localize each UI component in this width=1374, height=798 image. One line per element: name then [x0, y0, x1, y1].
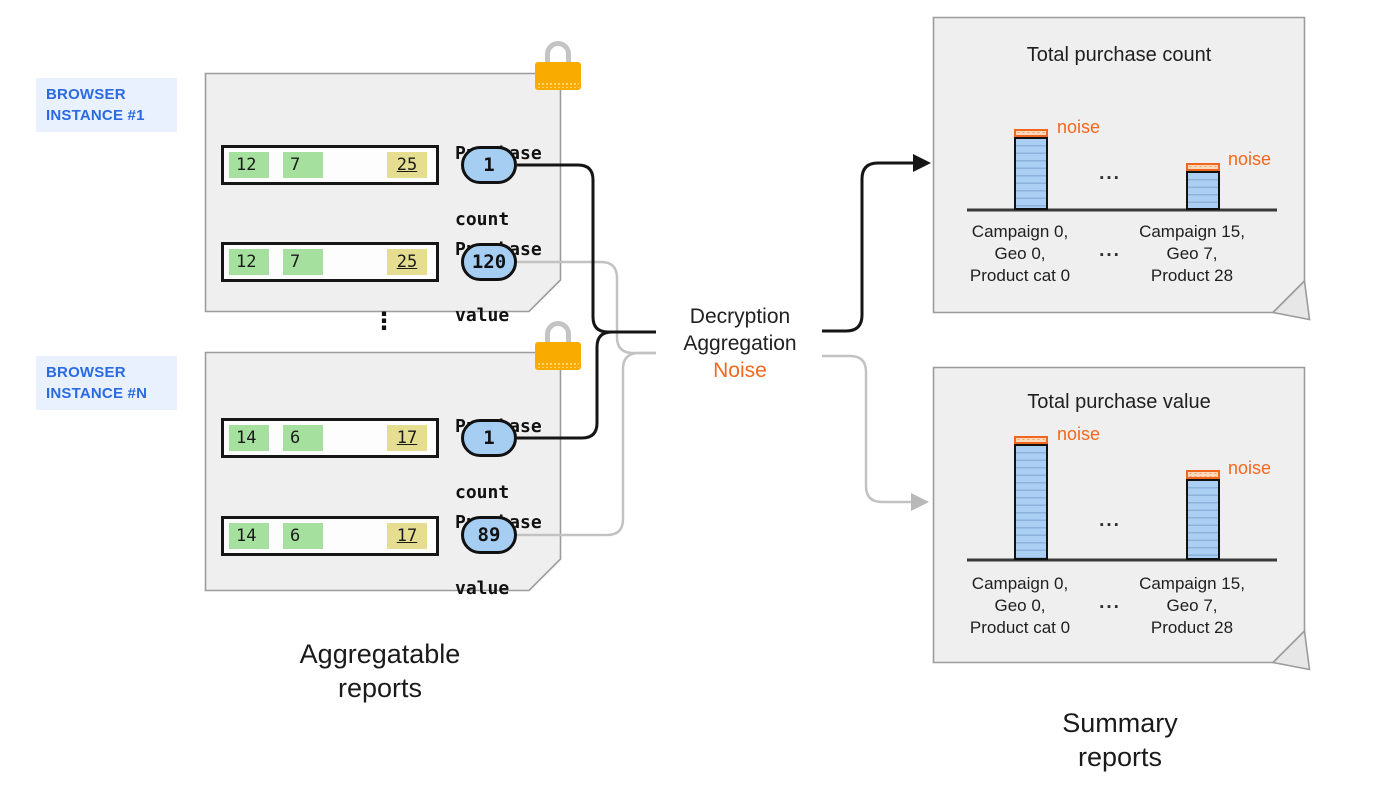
purchase-value-value: 89	[461, 516, 517, 554]
connector-count-1	[517, 163, 656, 334]
key-chip: 6	[283, 425, 323, 451]
aggregation-key-row: 12 7 25	[221, 242, 439, 282]
bar	[1186, 479, 1220, 560]
process-step-aggregation: Aggregation	[683, 332, 797, 355]
noise-cap	[1186, 163, 1220, 171]
browser-instance-n-label: BROWSER INSTANCE #N	[36, 356, 177, 410]
key-chip: 12	[229, 249, 269, 275]
noise-annotation: noise	[1228, 458, 1272, 478]
encryption-lock-icon	[535, 41, 581, 91]
count-chart-bar-2	[1186, 163, 1220, 210]
browser-instance-1-label: BROWSER INSTANCE #1	[36, 78, 177, 132]
labels-ellipsis: ...	[1099, 592, 1121, 613]
value-chart-bar-2	[1186, 470, 1220, 560]
connector-value-1	[517, 260, 656, 355]
value-chart-title: Total purchase value	[1027, 391, 1211, 413]
value-bar-1-label: Campaign 0, Geo 0, Product cat 0	[969, 574, 1071, 637]
summary-panel-value-fold-corner	[1271, 629, 1311, 671]
noise-cap	[1014, 129, 1048, 137]
connector-value-n	[517, 351, 656, 537]
key-chip: 14	[229, 425, 269, 451]
lock-body	[535, 342, 581, 370]
lock-shackle	[545, 41, 571, 67]
key-chip: 12	[229, 152, 269, 178]
lock-body	[535, 62, 581, 90]
labels-ellipsis: ...	[1099, 240, 1121, 261]
purchase-count-value: 1	[461, 419, 517, 457]
noise-cap	[1014, 436, 1048, 444]
connector-count-n	[517, 330, 656, 440]
bar	[1014, 444, 1048, 560]
browser-instance-1-line1: BROWSER	[46, 86, 126, 103]
bars-ellipsis: ...	[1099, 163, 1121, 184]
key-chip-highlighted: 25	[387, 152, 427, 178]
count-bar-2-label: Campaign 15, Geo 7, Product 28	[1139, 222, 1245, 285]
browser-instance-n-line2: INSTANCE #N	[46, 385, 148, 402]
count-chart-bar-1	[1014, 129, 1048, 210]
bar	[1186, 171, 1220, 210]
value-chart-bar-1	[1014, 436, 1048, 560]
key-chip-highlighted: 17	[387, 425, 427, 451]
aggregation-key-row: 14 6 17	[221, 418, 439, 458]
process-step-decryption: Decryption	[689, 305, 791, 328]
value-bar-2-label: Campaign 15, Geo 7, Product 28	[1139, 574, 1245, 637]
browser-instance-1-line2: INSTANCE #1	[46, 107, 145, 124]
summary-panel-count-fold-corner	[1271, 279, 1311, 321]
aggregatable-reports-caption: Aggregatable reports	[299, 639, 461, 703]
count-bar-1-label: Campaign 0, Geo 0, Product cat 0	[969, 222, 1071, 285]
noise-cap	[1186, 470, 1220, 479]
process-step-noise: Noise	[713, 359, 767, 382]
encryption-lock-icon	[535, 321, 581, 371]
browser-instance-n-line1: BROWSER	[46, 364, 126, 381]
arrowhead-count-chart	[913, 154, 931, 172]
purchase-value-value: 120	[461, 243, 517, 281]
bars-ellipsis: ...	[1099, 510, 1121, 531]
count-chart-title: Total purchase count	[1026, 44, 1212, 66]
noise-annotation: noise	[1057, 117, 1101, 137]
arrowhead-value-chart	[911, 493, 929, 511]
purchase-count-value: 1	[461, 146, 517, 184]
key-chip: 6	[283, 523, 323, 549]
key-chip-highlighted: 25	[387, 249, 427, 275]
lock-shackle	[545, 321, 571, 347]
key-chip: 14	[229, 523, 269, 549]
bar	[1014, 137, 1048, 210]
aggregation-key-row: 14 6 17	[221, 516, 439, 556]
connector-to-count-chart	[822, 161, 913, 333]
key-chip-highlighted: 17	[387, 523, 427, 549]
noise-annotation: noise	[1057, 424, 1101, 444]
noise-annotation: noise	[1228, 149, 1272, 169]
key-chip: 7	[283, 249, 323, 275]
summary-reports-caption: Summary reports	[1062, 708, 1178, 772]
key-chip: 7	[283, 152, 323, 178]
connector-to-value-chart	[822, 354, 911, 504]
aggregation-key-row: 12 7 25	[221, 145, 439, 185]
more-instances-ellipsis: ⋮	[372, 307, 396, 335]
